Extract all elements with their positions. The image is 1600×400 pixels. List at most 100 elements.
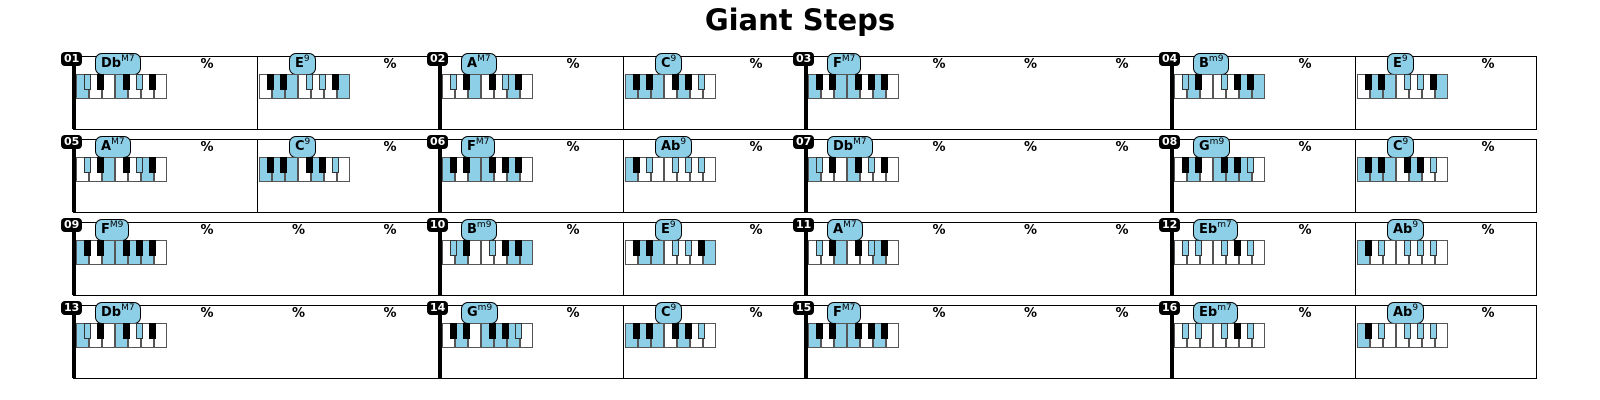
keyboard-diagram — [1357, 74, 1448, 99]
black-key — [855, 240, 863, 256]
black-key — [685, 157, 693, 173]
black-key — [502, 157, 510, 173]
black-key — [280, 74, 288, 90]
keyboard-diagram — [76, 74, 167, 99]
black-key — [698, 240, 706, 256]
repeat-sign: % — [1024, 223, 1038, 238]
keyboard-diagram — [259, 157, 350, 182]
repeat-sign: % — [1481, 57, 1495, 72]
chord-symbol: AM7 — [461, 53, 497, 75]
keyboard-diagram — [1174, 157, 1265, 182]
measure-barline — [72, 223, 76, 295]
chord-root: C — [661, 305, 671, 320]
half-measure-line — [257, 57, 258, 129]
repeat-sign: % — [749, 140, 763, 155]
black-key — [1430, 157, 1438, 173]
repeat-sign: % — [1298, 57, 1312, 72]
repeat-sign: % — [383, 140, 397, 155]
chord-root: Eb — [1199, 305, 1218, 320]
black-key — [319, 74, 327, 90]
black-key — [1234, 240, 1242, 256]
black-key — [267, 157, 275, 173]
measure-barline — [804, 57, 808, 129]
measure-barline — [804, 306, 808, 378]
black-key — [698, 323, 706, 339]
repeat-sign: % — [200, 57, 214, 72]
black-key — [633, 157, 641, 173]
chord-root: E — [295, 56, 304, 71]
black-key — [633, 74, 641, 90]
black-key — [1221, 74, 1229, 90]
black-key — [868, 240, 876, 256]
black-key — [685, 240, 693, 256]
measure-number: 03 — [793, 52, 815, 66]
chord-root: E — [1393, 56, 1402, 71]
repeat-sign: % — [1024, 306, 1038, 321]
chord-root: C — [1393, 139, 1403, 154]
chord-root: Ab — [661, 139, 681, 154]
black-key — [1404, 157, 1412, 173]
chord-quality: m7 — [1217, 220, 1232, 230]
black-key — [463, 74, 471, 90]
chord-root: G — [467, 305, 478, 320]
keyboard-diagram — [808, 240, 899, 265]
measure-barline — [1170, 57, 1174, 129]
repeat-sign: % — [1481, 140, 1495, 155]
chord-quality: 9 — [680, 137, 687, 147]
black-key — [1247, 240, 1255, 256]
black-key — [136, 323, 144, 339]
repeat-sign: % — [932, 306, 946, 321]
chart-title: Giant Steps — [704, 3, 896, 37]
black-key — [816, 323, 824, 339]
black-key — [463, 323, 471, 339]
keyboard-diagram — [625, 157, 716, 182]
black-key — [1430, 240, 1438, 256]
measure-number: 07 — [793, 135, 815, 149]
chord-symbol: FM7 — [461, 136, 496, 158]
keyboard-diagram — [1174, 74, 1265, 99]
chord-root: A — [833, 222, 844, 237]
chord-symbol: AM7 — [95, 136, 131, 158]
half-measure-line — [623, 306, 624, 378]
chord-symbol: FM9 — [95, 219, 130, 241]
measure-number: 06 — [427, 135, 449, 149]
measure-barline — [438, 140, 442, 212]
black-key — [1365, 74, 1373, 90]
chord-root: G — [1199, 139, 1210, 154]
half-measure-line — [1355, 306, 1356, 378]
black-key — [1195, 74, 1203, 90]
keyboard-diagram — [76, 240, 167, 265]
measure-barline — [804, 140, 808, 212]
black-key — [868, 74, 876, 90]
black-key — [450, 157, 458, 173]
black-key — [829, 74, 837, 90]
chord-quality: m9 — [1209, 137, 1225, 147]
chord-quality: m7 — [1217, 303, 1232, 313]
black-key — [489, 157, 497, 173]
keyboard-diagram — [259, 74, 350, 99]
chord-symbol: Ab9 — [1387, 302, 1425, 324]
measure-barline — [72, 140, 76, 212]
black-key — [1182, 74, 1190, 90]
black-key — [829, 157, 837, 173]
chord-symbol: E9 — [289, 53, 316, 75]
chord-root: F — [833, 305, 842, 320]
black-key — [149, 323, 157, 339]
black-key — [672, 74, 680, 90]
black-key — [881, 240, 889, 256]
half-measure-line — [257, 140, 258, 212]
black-key — [515, 74, 523, 90]
keyboard-diagram — [625, 323, 716, 348]
repeat-sign: % — [200, 140, 214, 155]
black-key — [1234, 74, 1242, 90]
chord-root: F — [101, 222, 110, 237]
repeat-sign: % — [932, 223, 946, 238]
measure-barline — [1170, 140, 1174, 212]
chord-quality: m9 — [1208, 54, 1224, 64]
black-key — [1247, 157, 1255, 173]
measure-barline — [1170, 306, 1174, 378]
black-key — [489, 240, 497, 256]
black-key — [829, 323, 837, 339]
black-key — [136, 240, 144, 256]
chord-root: C — [295, 139, 305, 154]
